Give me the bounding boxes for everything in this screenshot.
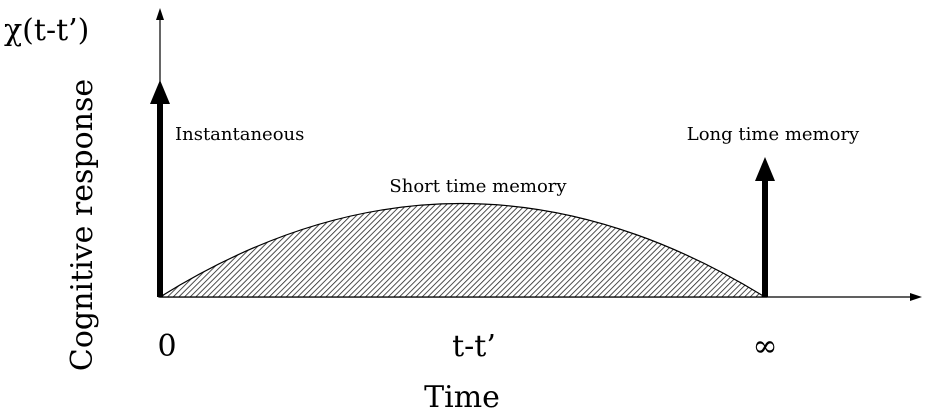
short-memory-label: Short time memory [389, 176, 567, 197]
x-axis-arrowhead [910, 293, 922, 301]
y-axis-symbol: χ(t-t’) [4, 13, 89, 48]
x-tick-label: t-t’ [452, 329, 496, 364]
instantaneous-label: Instantaneous [175, 124, 304, 145]
long-memory-label: Long time memory [687, 124, 860, 145]
short-memory-hump [157, 202, 768, 298]
y-axis-label: Cognitive response [65, 79, 100, 371]
y-axis-arrowhead [156, 8, 164, 20]
x-tick-label: 0 [157, 329, 176, 364]
instantaneous-impulse-arrowhead [150, 80, 170, 104]
long-memory-impulse-arrowhead [755, 157, 775, 181]
x-axis-label: Time [424, 380, 500, 415]
x-tick-label: ∞ [753, 329, 778, 364]
